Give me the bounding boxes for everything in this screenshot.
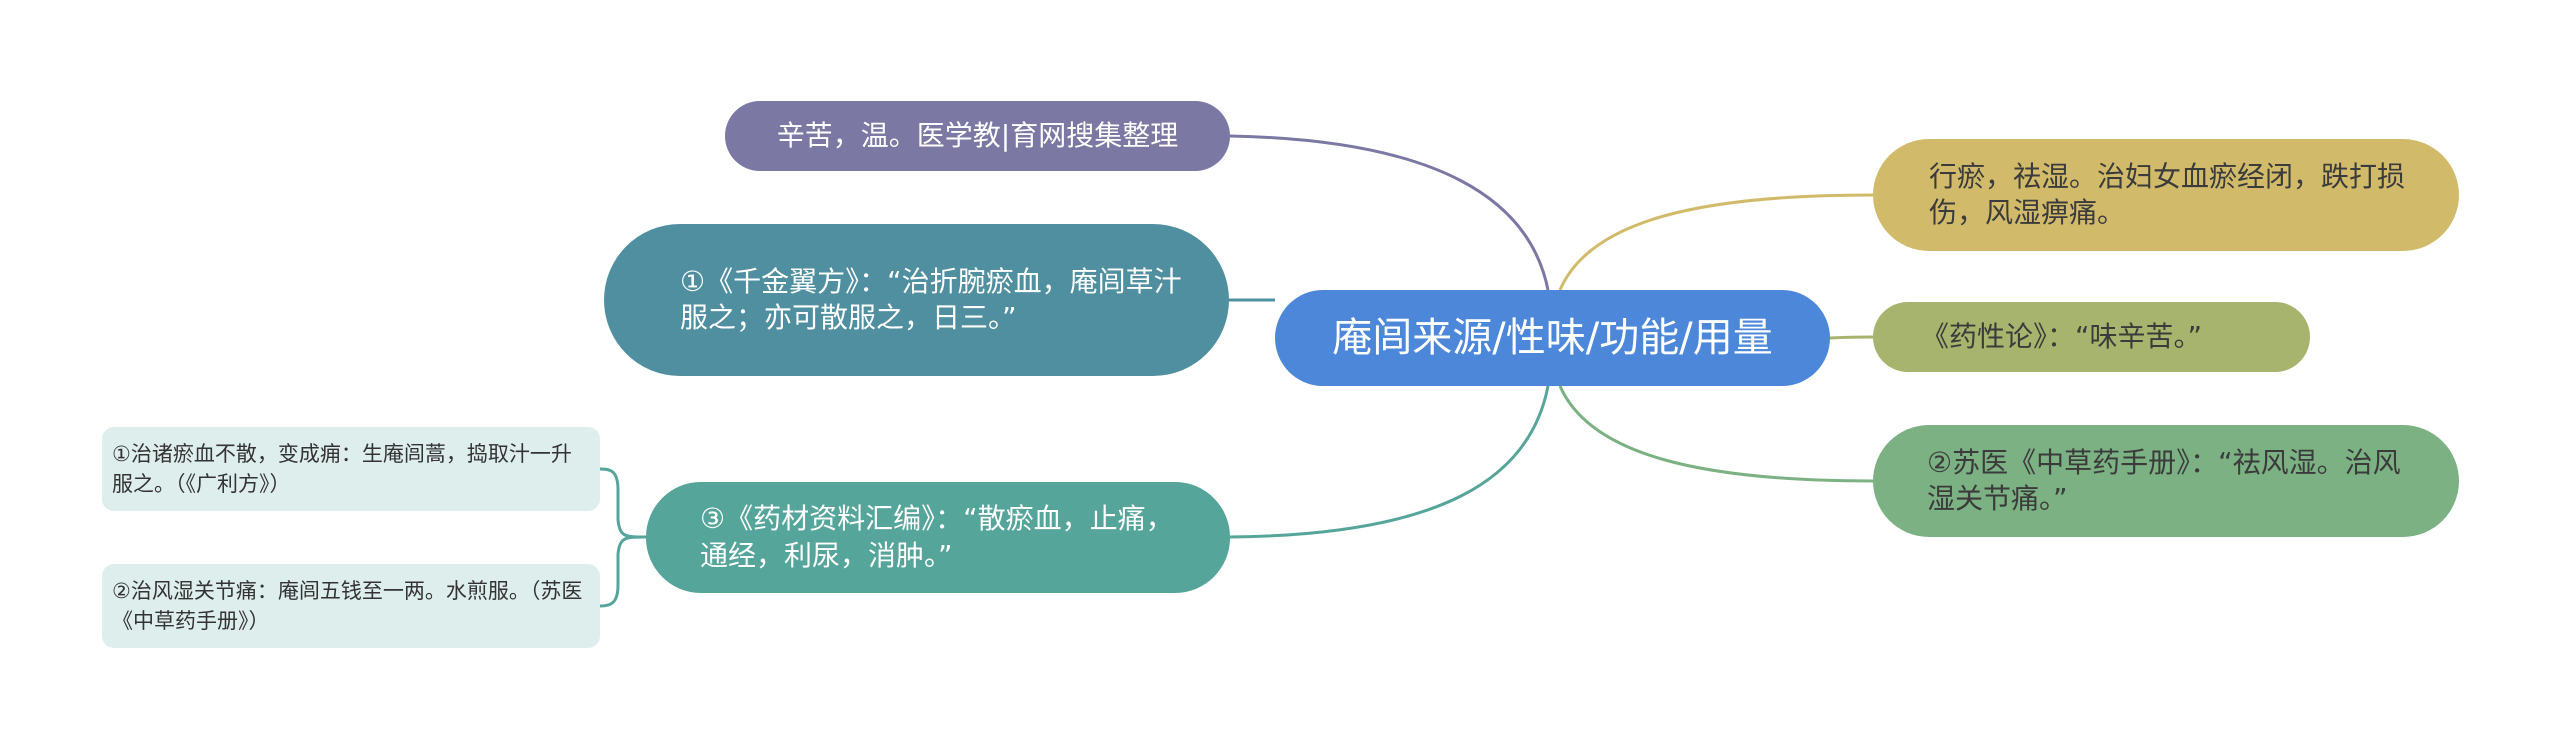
- branch-left-yaocai[interactable]: ③《药材资料汇编》：“散瘀血，止痛，通经，利尿，消肿。”: [646, 482, 1230, 593]
- branch-left-qianjin-label: ①《千金翼方》：“治折腕瘀血，庵闾草汁服之；亦可散服之，日三。”: [680, 264, 1182, 334]
- center-topic[interactable]: 庵闾来源/性味/功能/用量: [1275, 290, 1830, 386]
- branch-left-yaocai-label: ③《药材资料汇编》：“散瘀血，止痛，通经，利尿，消肿。”: [700, 502, 1174, 572]
- link-branch-leaf-2: [599, 535, 647, 608]
- branch-right-function-label: 行瘀，祛湿。治妇女血瘀经闭，跌打损伤，风湿痹痛。: [1929, 159, 2406, 229]
- branch-right-suyi-label: ②苏医《中草药手册》：“祛风湿。治风湿关节痛。”: [1927, 445, 2401, 515]
- branch-left-flavor-label: 辛苦，温。医学教|育网搜集整理: [776, 118, 1179, 152]
- branch-right-suyi[interactable]: ②苏医《中草药手册》：“祛风湿。治风湿关节痛。”: [1873, 425, 2459, 537]
- link-center-right-1: [1558, 193, 1874, 291]
- branch-right-yaoxing[interactable]: 《药性论》：“味辛苦。”: [1873, 302, 2310, 372]
- link-center-right-2: [1829, 335, 1874, 340]
- link-center-left-1: [1229, 134, 1550, 291]
- branch-right-yaoxing-label: 《药性论》：“味辛苦。”: [1921, 319, 2203, 353]
- leaf-fengshi-label: ②治风湿关节痛：庵闾五钱至一两。水煎服。（苏医《中草药手册》）: [112, 578, 583, 633]
- branch-left-flavor[interactable]: 辛苦，温。医学教|育网搜集整理: [725, 101, 1230, 171]
- leaf-guangli-label: ①治诸瘀血不散，变成痈：生庵闾蒿，捣取汁一升服之。（《广利方》）: [112, 441, 572, 496]
- link-center-left-3: [1229, 385, 1550, 539]
- leaf-guangli[interactable]: ①治诸瘀血不散，变成痈：生庵闾蒿，捣取汁一升服之。（《广利方》）: [102, 427, 600, 511]
- center-topic-label: 庵闾来源/性味/功能/用量: [1332, 315, 1773, 361]
- leaf-fengshi[interactable]: ②治风湿关节痛：庵闾五钱至一两。水煎服。（苏医《中草药手册》）: [102, 564, 600, 648]
- branch-right-function[interactable]: 行瘀，祛湿。治妇女血瘀经闭，跌打损伤，风湿痹痛。: [1873, 139, 2459, 251]
- branch-left-qianjin[interactable]: ①《千金翼方》：“治折腕瘀血，庵闾草汁服之；亦可散服之，日三。”: [604, 224, 1229, 376]
- link-center-right-3: [1558, 385, 1874, 483]
- link-branch-leaf-1: [599, 467, 647, 539]
